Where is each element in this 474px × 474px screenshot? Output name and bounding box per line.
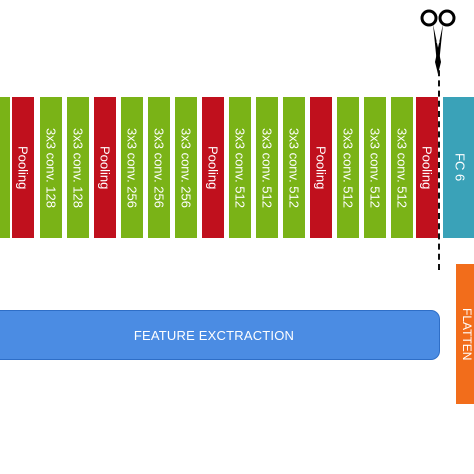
layer-conv-10: 3x3 conv. 512: [256, 97, 278, 238]
layer-pool-16: Pooling: [416, 97, 438, 238]
layer-label: Pooling: [313, 145, 329, 190]
layer-pool-4: Pooling: [94, 97, 116, 238]
layer-label: 3x3 conv. 256: [178, 127, 194, 208]
layer-label: Pooling: [15, 145, 31, 190]
layer-conv-7: 3x3 conv. 256: [175, 97, 197, 238]
cut-line: [438, 60, 440, 270]
layer-label: 3x3 conv. 512: [340, 127, 356, 208]
layer-conv-5: 3x3 conv. 256: [121, 97, 143, 238]
layer-label: 3x3 conv. 512: [286, 127, 302, 208]
feature-extraction-block: FEATURE EXCTRACTION: [0, 310, 440, 360]
layer-pool-12: Pooling: [310, 97, 332, 238]
flatten-label: FLATTEN: [460, 307, 474, 361]
scissors-icon: [420, 9, 456, 74]
layer-conv-3: 3x3 conv. 128: [67, 97, 89, 238]
layer-conv-15: 3x3 conv. 512: [391, 97, 413, 238]
layer-conv-2: 3x3 conv. 128: [40, 97, 62, 238]
flatten-block: FLATTEN: [456, 264, 474, 404]
layer-label: 3x3 conv. 256: [124, 127, 140, 208]
layer-conv-13: 3x3 conv. 512: [337, 97, 359, 238]
layer-conv-11: 3x3 conv. 512: [283, 97, 305, 238]
layer-label: FC 6: [452, 153, 468, 182]
layer-label: 3x3 conv. 128: [70, 127, 86, 208]
layer-label: 3x3 conv. 256: [151, 127, 167, 208]
layer-conv-6: 3x3 conv. 256: [148, 97, 170, 238]
layer-pool-1: Pooling: [12, 97, 34, 238]
layer-conv-9: 3x3 conv. 512: [229, 97, 251, 238]
layer-label: 3x3 conv. 512: [232, 127, 248, 208]
layer-label: 3x3 conv. 128: [43, 127, 59, 208]
layer-label: Pooling: [419, 145, 435, 190]
layer-fc-17: FC 6: [443, 97, 474, 238]
feature-extraction-label: FEATURE EXCTRACTION: [133, 327, 295, 343]
layer-label: Pooling: [205, 145, 221, 190]
layer-label: Pooling: [97, 145, 113, 190]
layer-label: 3x3 conv. 512: [367, 127, 383, 208]
layer-label: 3x3 conv. 512: [394, 127, 410, 208]
layer-conv-0: [0, 97, 10, 238]
layer-conv-14: 3x3 conv. 512: [364, 97, 386, 238]
layer-label: 3x3 conv. 512: [259, 127, 275, 208]
layer-pool-8: Pooling: [202, 97, 224, 238]
